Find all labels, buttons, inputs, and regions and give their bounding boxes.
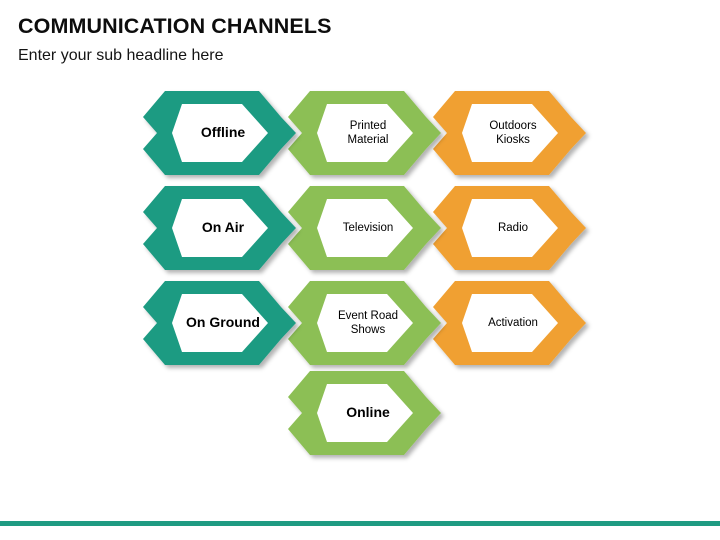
footer-accent-bar xyxy=(0,521,720,526)
hex-inner-fill-on-air xyxy=(172,199,268,257)
hex-inner-fill-printed-material xyxy=(317,104,413,162)
hex-inner-fill-offline xyxy=(172,104,268,162)
hex-node-radio[interactable]: Radio xyxy=(433,186,593,270)
hex-inner-fill-event-road-shows xyxy=(317,294,413,352)
hex-node-event-road-shows[interactable]: Event Road Shows xyxy=(288,281,448,365)
hex-inner-fill-outdoors-kiosks xyxy=(462,104,558,162)
hex-node-online[interactable]: Online xyxy=(288,371,448,455)
hex-shape-television xyxy=(288,186,441,270)
hex-inner-fill-on-ground xyxy=(172,294,268,352)
hex-inner-fill-radio xyxy=(462,199,558,257)
page-title: COMMUNICATION CHANNELS xyxy=(18,14,332,38)
hex-node-outdoors-kiosks[interactable]: Outdoors Kiosks xyxy=(433,91,593,175)
hex-node-printed-material[interactable]: Printed Material xyxy=(288,91,448,175)
hex-node-on-air[interactable]: On Air xyxy=(143,186,303,270)
page-subtitle: Enter your sub headline here xyxy=(18,46,224,64)
hex-node-activation[interactable]: Activation xyxy=(433,281,593,365)
hex-node-on-ground[interactable]: On Ground xyxy=(143,281,303,365)
header: COMMUNICATION CHANNELS Enter your sub he… xyxy=(18,14,618,65)
hex-node-television[interactable]: Television xyxy=(288,186,448,270)
hex-shape-online xyxy=(288,371,441,455)
hex-shape-radio xyxy=(433,186,586,270)
hex-inner-fill-activation xyxy=(462,294,558,352)
hex-shape-printed-material xyxy=(288,91,441,175)
hex-shape-on-ground xyxy=(143,281,296,365)
hex-shape-on-air xyxy=(143,186,296,270)
hex-inner-fill-online xyxy=(317,384,413,442)
hex-shape-outdoors-kiosks xyxy=(433,91,586,175)
hex-shape-activation xyxy=(433,281,586,365)
hex-shape-event-road-shows xyxy=(288,281,441,365)
hex-node-offline[interactable]: Offline xyxy=(143,91,303,175)
hex-shape-offline xyxy=(143,91,296,175)
hex-inner-fill-television xyxy=(317,199,413,257)
